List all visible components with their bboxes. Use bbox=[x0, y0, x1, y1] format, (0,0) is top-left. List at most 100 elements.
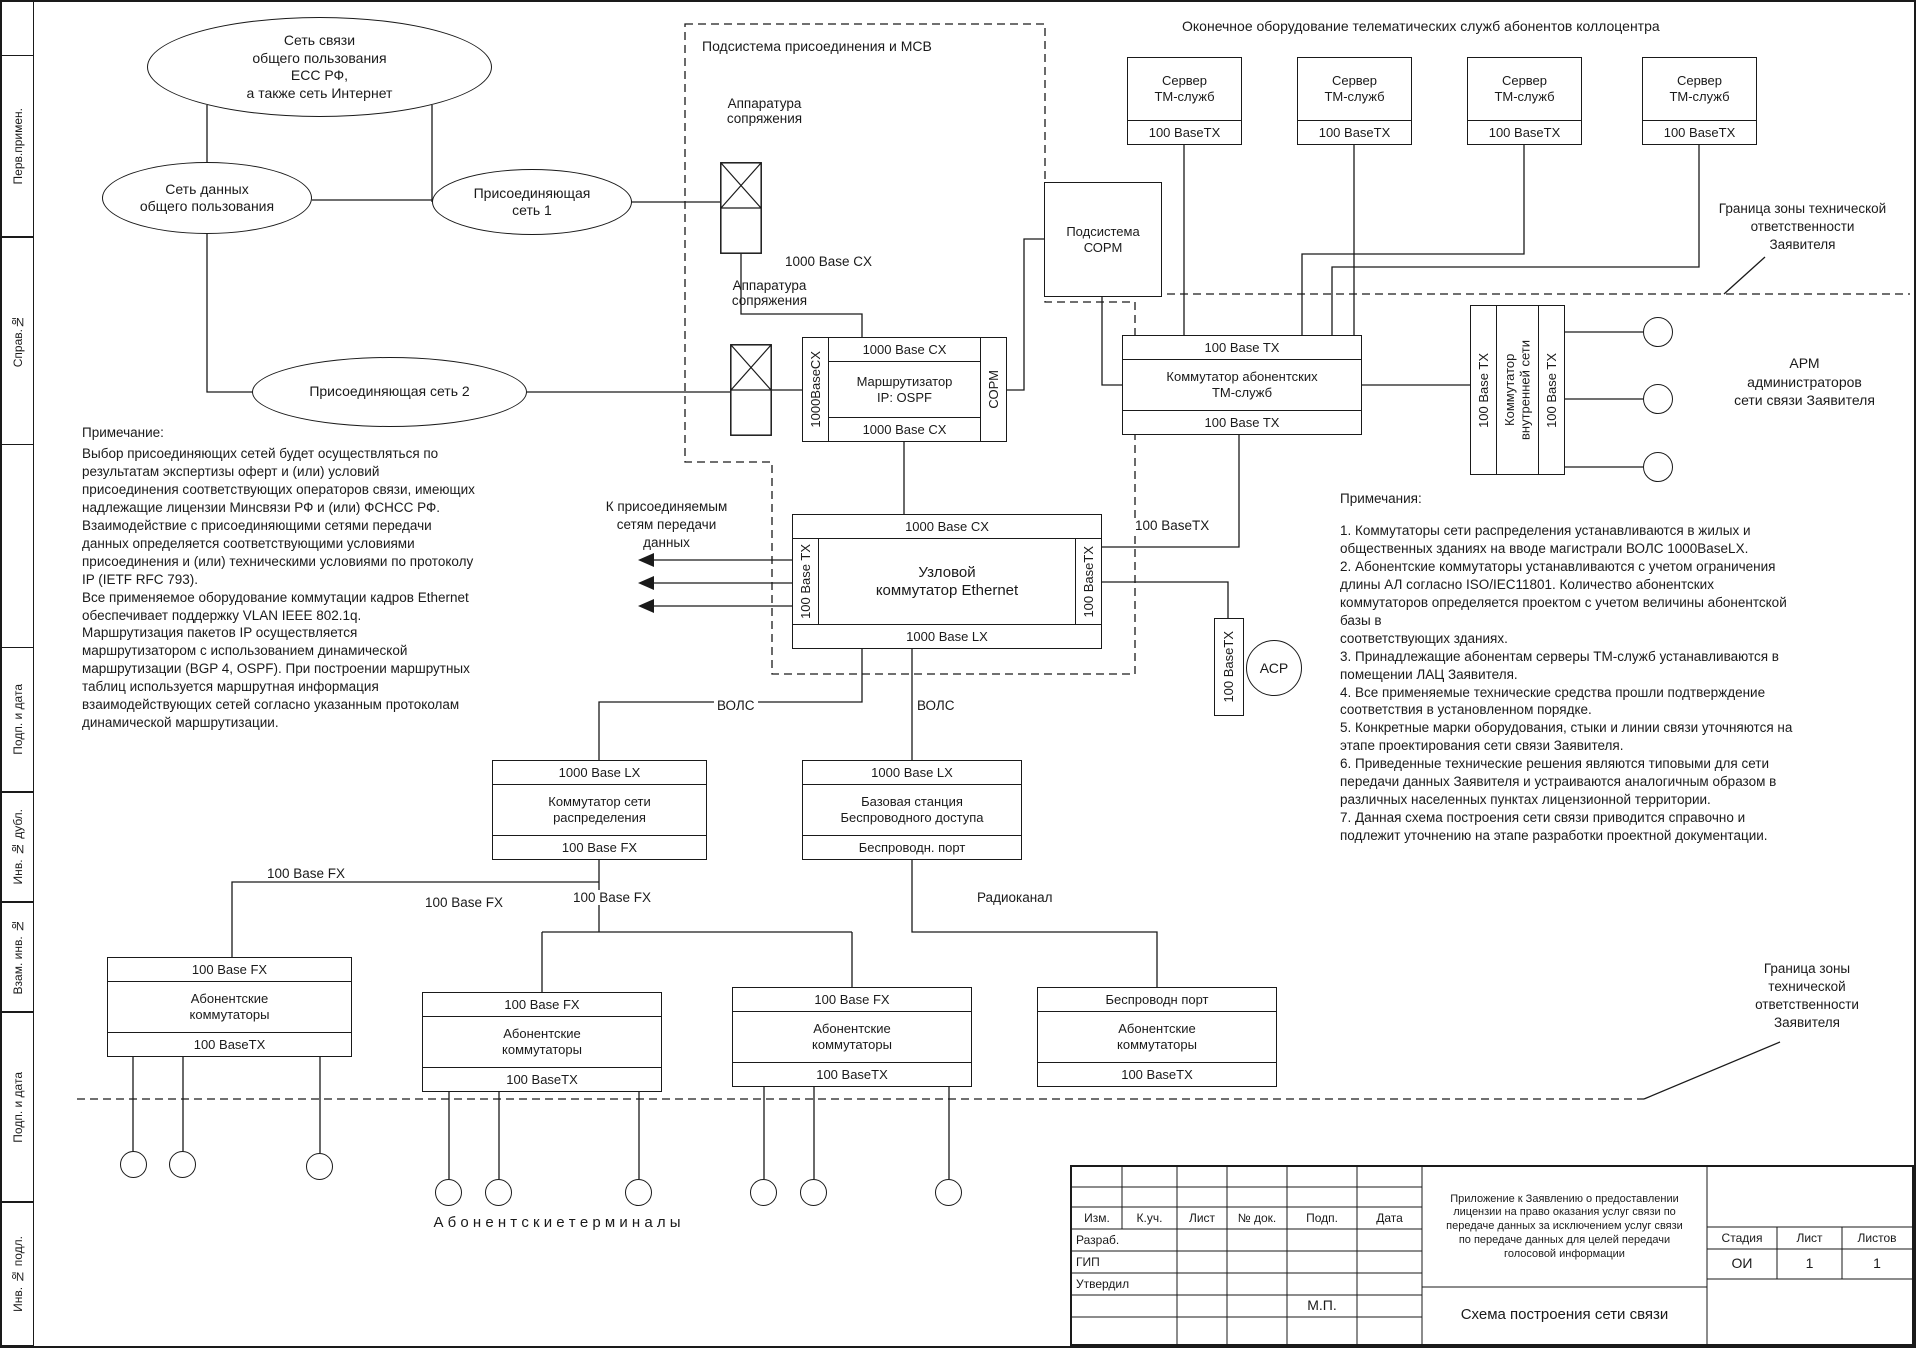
title-block: Изм. К.уч. Лист № док. Подп. Дата Разраб… bbox=[1070, 1165, 1914, 1346]
acr-name: АСР bbox=[1259, 660, 1289, 676]
access-switch-1-bottom-port: 100 BaseTX bbox=[108, 1032, 351, 1056]
cloud-joining-network-2: Присоединяющая сеть 2 bbox=[252, 357, 527, 427]
access-switch-2: 100 Base FX Абонентские коммутаторы 100 … bbox=[422, 992, 662, 1092]
access-switch-3-top-port: 100 Base FX bbox=[733, 988, 971, 1012]
tb-document-text: Приложение к Заявлению о предоставлении … bbox=[1446, 1192, 1683, 1260]
subscriber-terminal bbox=[306, 1153, 333, 1180]
access-switch-3-bottom-port: 100 BaseTX bbox=[733, 1062, 971, 1086]
tb-sheets-col: Листов bbox=[1857, 1230, 1897, 1245]
tb-col-izm: Изм. bbox=[1084, 1210, 1110, 1225]
access-switch-4-top-port: Беспроводн порт bbox=[1038, 988, 1276, 1012]
internal-switch-right-port-label: 100 Base TX bbox=[1543, 352, 1559, 428]
router-box: 1000BaseCX 1000 Base CX Маршрутизатор IP… bbox=[802, 337, 1007, 442]
tm-switch-bottom-port: 100 Base TX bbox=[1123, 410, 1361, 434]
tm-server-2-name: Сервер ТМ-служб bbox=[1324, 73, 1385, 104]
base-station-top-port: 1000 Base LX bbox=[803, 761, 1021, 785]
arm-admins-label: АРМ администраторов сети связи Заявителя bbox=[1734, 355, 1875, 409]
tb-drawing-title: Схема построения сети связи bbox=[1460, 1306, 1669, 1324]
router-left-port-label: 1000BaseCX bbox=[807, 351, 823, 428]
link-label-100basefx-3: 100 Base FX bbox=[570, 890, 655, 905]
collocenter-title: Оконечное оборудование телематических сл… bbox=[1182, 18, 1660, 34]
coupling-equipment-2-symbol bbox=[730, 344, 772, 436]
tb-stage-value: ОИ bbox=[1731, 1255, 1753, 1272]
frame-cell-label: Справ.№ bbox=[10, 314, 25, 368]
coupling-cross-icon bbox=[730, 344, 772, 436]
admin-workstation-node bbox=[1643, 317, 1673, 347]
tb-sheets-value: 1 bbox=[1873, 1255, 1881, 1272]
frame-cell-vzam-inv: Взам. инв. № bbox=[2, 902, 33, 1012]
internal-switch-left-port-label: 100 Base TX bbox=[1475, 352, 1491, 428]
frame-cell-label: Подп. и дата bbox=[10, 684, 25, 755]
frame-cell-podp-data-1: Подп. и дата bbox=[2, 647, 33, 792]
subscriber-terminal bbox=[169, 1151, 196, 1178]
router-bottom-port: 1000 Base CX bbox=[829, 417, 980, 441]
notes-right-title: Примечания: bbox=[1340, 491, 1422, 506]
tm-server-2: Сервер ТМ-служб 100 BaseTX bbox=[1297, 57, 1412, 145]
frame-cell-sprav: Справ.№ bbox=[2, 237, 33, 445]
subsystem-title: Подсистема присоединения и МСВ bbox=[702, 38, 932, 54]
coupling-equipment-1-symbol bbox=[720, 162, 762, 254]
admin-workstation-node bbox=[1643, 452, 1673, 482]
frame-cell-inv-dubl: Инв. № дубл. bbox=[2, 792, 33, 902]
core-switch-top-port: 1000 Base CX bbox=[793, 515, 1101, 539]
subscriber-terminal bbox=[800, 1179, 827, 1206]
tb-col-list: Лист bbox=[1188, 1210, 1216, 1225]
cloud-public-network: Сеть связи общего пользования ЕСС РФ, а … bbox=[147, 17, 492, 117]
tb-col-podp: Подп. bbox=[1306, 1210, 1338, 1225]
core-switch-right-port-strip: 100 BaseTX bbox=[1075, 539, 1101, 624]
cloud-public-data-label: Сеть данных общего пользования bbox=[139, 180, 275, 215]
access-switch-1-top-port: 100 Base FX bbox=[108, 958, 351, 982]
tm-switch-top-port: 100 Base TX bbox=[1123, 336, 1361, 360]
tb-stage-col: Стадия bbox=[1721, 1230, 1763, 1245]
sorm-subsystem-label: Подсистема СОРМ bbox=[1066, 223, 1140, 255]
tm-server-3-name: Сервер ТМ-служб bbox=[1494, 73, 1555, 104]
frame-cell-label: Взам. инв. № bbox=[10, 919, 25, 995]
internal-switch-right-port-strip: 100 Base TX bbox=[1538, 306, 1564, 474]
router-top-port: 1000 Base CX bbox=[829, 338, 980, 362]
tb-col-kuch: К.уч. bbox=[1136, 1210, 1163, 1225]
frame-cell-label: Подп. и дата bbox=[10, 1071, 25, 1143]
tb-col-data: Дата bbox=[1376, 1210, 1403, 1225]
base-station-name: Базовая станция Беспроводного доступа bbox=[840, 794, 984, 825]
access-switch-3-name: Абонентские коммутаторы bbox=[812, 1021, 892, 1052]
link-label-vols-1: ВОЛС bbox=[714, 698, 758, 713]
core-switch-left-port-strip: 100 Base TX bbox=[793, 539, 819, 624]
notes-right: Примечания: 1. Коммутаторы сети распреде… bbox=[1340, 490, 1914, 845]
access-switch-1-name: Абонентские коммутаторы bbox=[189, 991, 270, 1022]
access-switch-4: Беспроводн порт Абонентские коммутаторы … bbox=[1037, 987, 1277, 1087]
frame-cell-label: Перв.примен. bbox=[10, 107, 25, 185]
admin-workstation-node bbox=[1643, 384, 1673, 414]
cloud-public-data-network: Сеть данных общего пользования bbox=[102, 162, 312, 234]
tm-server-1: Сервер ТМ-служб 100 BaseTX bbox=[1127, 57, 1242, 145]
access-switch-2-top-port: 100 Base FX bbox=[423, 993, 661, 1017]
router-sorm-label: СОРМ bbox=[985, 370, 1001, 409]
link-label-vols-2: ВОЛС bbox=[914, 698, 958, 713]
core-switch-name: Узловой коммутатор Ethernet bbox=[875, 563, 1019, 599]
title-block-grid bbox=[1072, 1167, 1912, 1344]
tm-server-1-port: 100 BaseTX bbox=[1128, 120, 1241, 144]
subscriber-terminals-label: А б о н е н т с к и е т е р м и н а л ы bbox=[433, 1214, 681, 1231]
acr-port-label: 100 BaseTX bbox=[1221, 631, 1237, 703]
note-left-body: Выбор присоединяющих сетей будет осущест… bbox=[82, 445, 475, 731]
tb-sheet-value: 1 bbox=[1805, 1255, 1814, 1272]
distribution-switch-top-port: 1000 Base LX bbox=[493, 761, 706, 785]
notes-right-body: 1. Коммутаторы сети распределения устана… bbox=[1340, 522, 1793, 844]
access-switch-2-bottom-port: 100 BaseTX bbox=[423, 1067, 661, 1091]
link-label-100basetx: 100 BaseTX bbox=[1132, 518, 1213, 533]
subscriber-terminal bbox=[435, 1179, 462, 1206]
cloud-joining-2-label: Присоединяющая сеть 2 bbox=[309, 383, 470, 400]
tm-server-3-port: 100 BaseTX bbox=[1468, 120, 1581, 144]
core-switch-right-port-label: 100 BaseTX bbox=[1080, 545, 1096, 618]
base-station-bottom-port: Беспроводн. порт bbox=[803, 835, 1021, 859]
coupling-equipment-2-label: Аппаратура сопряжения bbox=[731, 278, 808, 308]
cloud-joining-network-1: Присоединяющая сеть 1 bbox=[432, 169, 632, 235]
tm-subscriber-switch: 100 Base TX Коммутатор абонентских ТМ-сл… bbox=[1122, 335, 1362, 435]
tb-col-ndok: № док. bbox=[1237, 1210, 1277, 1225]
tm-server-4-name: Сервер ТМ-служб bbox=[1669, 73, 1730, 104]
cloud-joining-1-label: Присоединяющая сеть 1 bbox=[473, 184, 591, 219]
frame-cell-perv-primen: Перв.примен. bbox=[2, 55, 33, 237]
sorm-subsystem-box: Подсистема СОРМ bbox=[1044, 182, 1162, 297]
subscriber-terminal bbox=[935, 1179, 962, 1206]
frame-cell-inv-podl: Инв. № подл. bbox=[2, 1202, 33, 1346]
